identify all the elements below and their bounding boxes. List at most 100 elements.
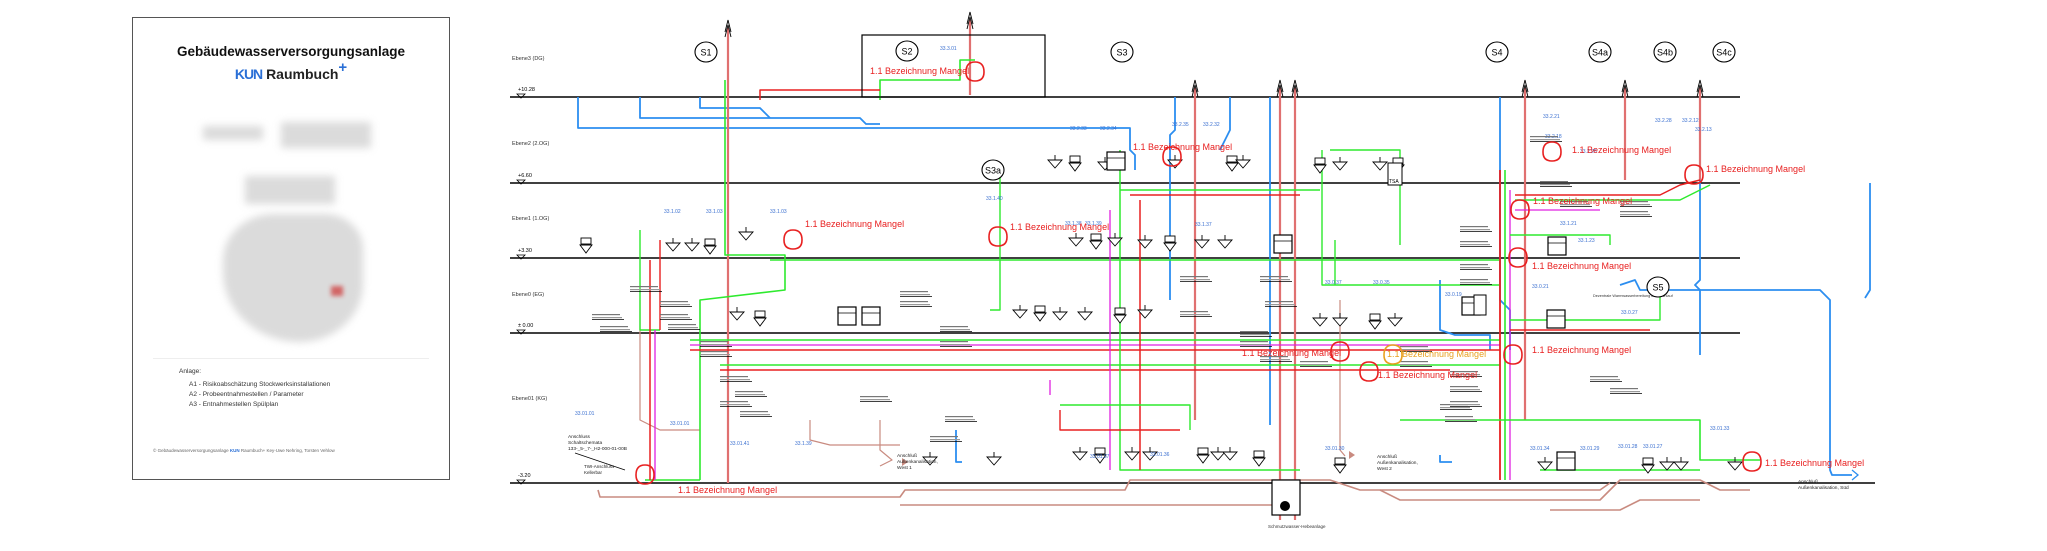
outlet-south-label: Außenkanalisation, Süd <box>1798 485 1849 491</box>
wc-tank-icon <box>1094 447 1106 455</box>
level-name: Ebene2 (2.OG) <box>512 141 549 147</box>
pipe-tag-text <box>720 401 748 403</box>
pipe-tag-text <box>700 354 730 356</box>
cold-water-pipe <box>1321 150 1500 286</box>
pipe-tag-text <box>940 341 968 343</box>
brand-kun: KUN <box>234 66 263 82</box>
wc-tank-icon <box>1197 447 1209 455</box>
outlet-arrow-icon <box>1851 469 1860 481</box>
room-label: 33.01.33 <box>1710 426 1730 432</box>
room-label: 33.1.21 <box>1560 221 1577 227</box>
level-name: Ebene0 (EG) <box>512 292 544 298</box>
defect-label: 1.1 Bezeichnung Mangel <box>1387 349 1486 359</box>
wc-tank-icon <box>754 310 766 318</box>
leader-line <box>574 452 626 471</box>
defect-label: 1.1 Bezeichnung Mangel <box>1765 458 1864 468</box>
pipe-tag-text <box>1620 201 1648 203</box>
pipe-tag-text <box>668 327 698 329</box>
hot-water-pipe <box>759 89 880 100</box>
room-label: 33.0.37 <box>1325 280 1342 286</box>
hot-water-pipe <box>1515 179 1701 196</box>
strand-marker <box>1712 41 1736 63</box>
connection-label: Anschluss <box>568 434 590 440</box>
wc-tank-icon <box>580 237 592 245</box>
strand-marker <box>694 41 718 63</box>
washbasin-icon <box>1372 161 1388 171</box>
wc-bowl-icon <box>1225 162 1239 172</box>
room-label: 33.2.32 <box>1203 122 1220 128</box>
cold-water-pipe <box>879 59 975 100</box>
twi-label: Kellerbar <box>584 470 603 475</box>
pipe-tag-text <box>1530 136 1558 138</box>
washbasin-icon <box>738 231 754 241</box>
pipe-tag-text <box>1180 276 1208 278</box>
washbasin-icon <box>1077 311 1093 321</box>
roof-section-frame <box>861 34 1046 98</box>
room-label: 33.1.02 <box>664 209 681 215</box>
pipe-tag-text <box>945 416 973 418</box>
water-heater-icon <box>1556 451 1576 471</box>
pipe-tag-text <box>735 394 765 396</box>
washbasin-icon <box>1537 461 1553 471</box>
washbasin-icon <box>1332 161 1348 171</box>
drain-pipe <box>597 479 1611 498</box>
room-label: 33.1.39 <box>1085 221 1102 227</box>
washbasin-icon <box>1012 309 1028 319</box>
wc-bowl-icon <box>1333 464 1347 474</box>
washbasin-icon <box>1222 451 1238 461</box>
vent-cap-icon <box>1276 79 1284 98</box>
strand-marker <box>895 40 919 62</box>
pipe-tag-text <box>1180 314 1210 316</box>
rain-pipe <box>699 97 771 119</box>
pipe-tag-text <box>1450 386 1478 388</box>
pipe-tag-text <box>735 391 763 393</box>
pipe-tag-text <box>630 286 658 288</box>
defect-label: 1.1 Bezeichnung Mangel <box>1532 261 1631 271</box>
room-label: 33.0.27 <box>1621 310 1638 316</box>
pipe-tag-text <box>900 294 930 296</box>
pipe-tag-text <box>720 404 750 406</box>
vent-cap-icon <box>724 19 732 38</box>
pipe-tag-text <box>940 344 970 346</box>
water-heater-icon <box>1273 234 1293 254</box>
vent-cap-icon <box>1621 79 1629 98</box>
wc-tank-icon <box>1114 307 1126 315</box>
pipe-tag-text <box>860 399 890 401</box>
outlet-west1-label: West 1 <box>897 465 912 471</box>
room-label: 33.2.28 <box>1655 118 1672 124</box>
pipe-tag-text <box>1450 371 1478 373</box>
defect-cloud-icon <box>1742 451 1762 472</box>
pipe-tag-text <box>660 317 690 319</box>
wc-bowl-icon <box>1033 312 1047 322</box>
drain-pipe <box>879 420 893 467</box>
room-label: 33.2.12 <box>1682 118 1699 124</box>
washbasin-icon <box>986 456 1002 466</box>
pipe-tag-text <box>740 411 768 413</box>
washbasin-icon <box>1387 317 1403 327</box>
blurred-legend-left <box>203 126 263 140</box>
washbasin-icon <box>1194 239 1210 249</box>
pipe-tag-text <box>668 324 696 326</box>
defect-label: 1.1 Bezeichnung Mangel <box>1533 196 1632 206</box>
wc-bowl-icon <box>1163 242 1177 252</box>
level-elevation: ± 0.00 <box>518 323 533 329</box>
level-name: Ebene3 (DG) <box>512 56 545 62</box>
defect-label: 1.1 Bezeichnung Mangel <box>678 485 777 495</box>
wc-tank-icon <box>1226 155 1238 163</box>
outlet-west2-label: Anschluß <box>1377 454 1397 460</box>
anlage-item[interactable]: A1 - Risikoabschätzung Stockwerksinstall… <box>189 381 331 388</box>
room-label: 33.01.01 <box>575 411 595 417</box>
pipe-tag-text <box>1620 204 1650 206</box>
anlage-item[interactable]: A3 - Entnahmestellen Spülplan <box>189 401 279 408</box>
anlage-item[interactable]: A2 - Probeentnahmestellen / Parameter <box>189 391 304 398</box>
strand-marker <box>1588 41 1612 63</box>
defect-cloud-icon <box>965 61 985 82</box>
wc-bowl-icon <box>703 245 717 255</box>
wc-tank-icon <box>1314 157 1326 165</box>
pipe-tag-text <box>1300 364 1330 366</box>
rain-pipe <box>1694 180 1701 355</box>
wc-bowl-icon <box>1093 454 1107 464</box>
strand-label: S4 <box>1491 48 1502 58</box>
pipe-tag-text <box>1460 279 1488 281</box>
room-label: 33.2.26 <box>1580 149 1597 155</box>
